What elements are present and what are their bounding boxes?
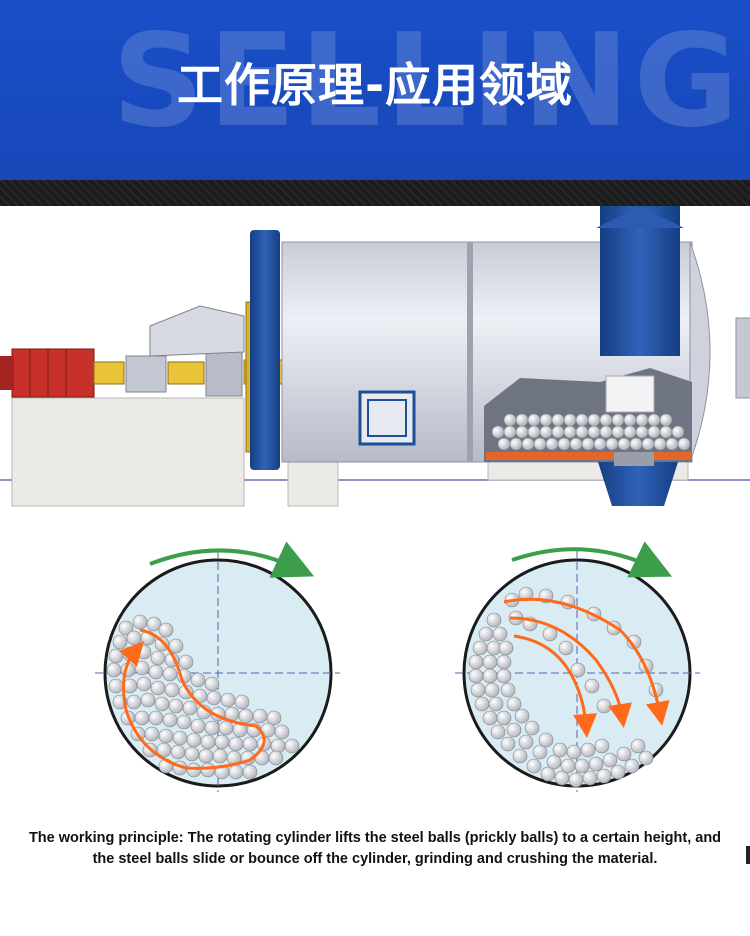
edge-mark bbox=[746, 846, 750, 864]
ball-trajectory-arrow bbox=[513, 634, 598, 738]
cataracting-motion-diagram bbox=[455, 541, 700, 792]
motor bbox=[0, 348, 95, 398]
ball-trajectory-arrow bbox=[503, 597, 670, 726]
ball-trajectory-arrow bbox=[509, 616, 633, 728]
rotation-arrow bbox=[511, 541, 673, 578]
ball-motion-diagrams bbox=[95, 541, 700, 792]
rotation-arrow bbox=[149, 541, 315, 578]
grinding-balls bbox=[491, 413, 691, 451]
ball-trajectory-arrow bbox=[119, 628, 266, 770]
foundation-block bbox=[11, 397, 245, 507]
discharge-hood bbox=[600, 206, 680, 356]
banner-background-word: SELLING bbox=[112, 7, 743, 156]
header-banner: SELLING 工作原理-应用领域 bbox=[0, 0, 750, 180]
ball-mill-illustration bbox=[0, 206, 750, 507]
cascading-motion-diagram bbox=[95, 541, 340, 792]
banner-title: 工作原理-应用领域 bbox=[176, 58, 574, 112]
working-principle-caption: The working principle: The rotating cyli… bbox=[28, 830, 722, 867]
divider-band bbox=[0, 180, 750, 206]
discharge-chute bbox=[598, 462, 678, 506]
